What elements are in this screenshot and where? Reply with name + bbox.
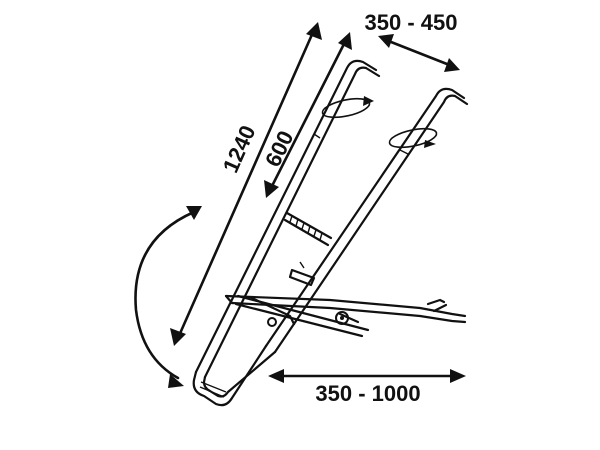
base-length-label: 350 - 1000	[315, 381, 420, 406]
left-upright-tube	[194, 59, 381, 379]
rotate-arrow-icon	[321, 96, 374, 119]
handle-width-label: 350 - 450	[365, 10, 458, 35]
right-upright-tube	[264, 87, 469, 354]
handle-extension-label: 600	[260, 127, 299, 171]
height-clamp	[288, 261, 316, 287]
tube-sleeves	[313, 133, 409, 155]
frame-drawing	[192, 59, 469, 407]
base-runner	[224, 294, 467, 324]
bottom-foot-loop	[192, 344, 277, 407]
cross-bar	[283, 211, 333, 247]
dimension-base-length: 350 - 1000	[268, 369, 466, 406]
hinge-joint	[267, 311, 349, 327]
tilt-arc-arrow-icon	[134, 206, 202, 388]
rotate-arrow-icon-right	[388, 127, 438, 149]
dimension-handle-width: 350 - 450	[365, 10, 460, 72]
